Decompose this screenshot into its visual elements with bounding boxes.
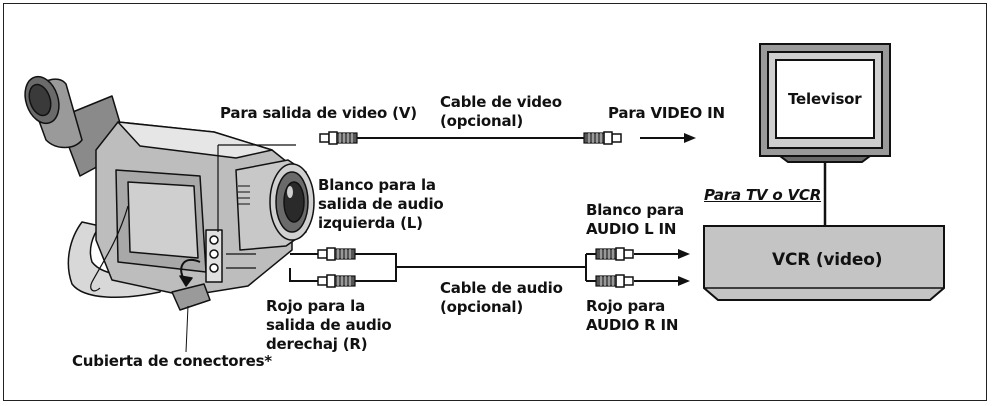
video-cable	[319, 131, 696, 145]
vcr	[703, 225, 945, 301]
label-audio-cable: Cable de audio (opcional)	[440, 279, 563, 316]
label-video-cable: Cable de video (opcional)	[440, 93, 562, 130]
label-connector-cover: Cubierta de conectores*	[72, 352, 272, 370]
label-red-right: Rojo para la salida de audio derechaj (R…	[266, 297, 392, 353]
diagram-frame	[3, 3, 987, 401]
television	[759, 43, 891, 226]
label-video-out: Para salida de video (V)	[220, 104, 417, 122]
audio-cable	[289, 247, 690, 288]
camcorder	[24, 75, 315, 353]
label-vcr: VCR (video)	[772, 250, 883, 270]
label-tv: Televisor	[788, 90, 862, 108]
label-white-left: Blanco para la salida de audio izquierda…	[318, 176, 444, 232]
label-tv-or-vcr: Para TV o VCR	[704, 186, 822, 204]
label-red-audio-r-in: Rojo para AUDIO R IN	[586, 297, 679, 334]
label-white-audio-l-in: Blanco para AUDIO L IN	[586, 201, 684, 238]
label-video-in: Para VIDEO IN	[608, 104, 725, 122]
